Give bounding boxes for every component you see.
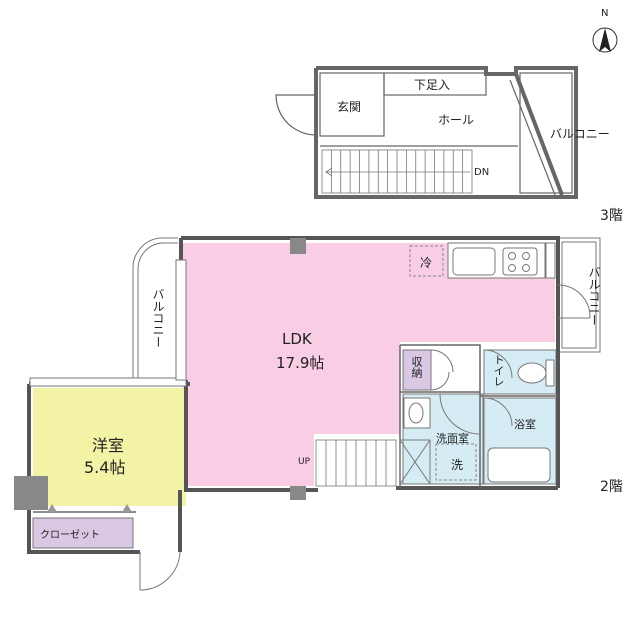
stairs-down	[321, 149, 473, 194]
shoe-step-label: 下足入	[414, 78, 451, 92]
toilet-label: トイレ	[492, 354, 505, 387]
balcony-right-label: バルコニー	[587, 266, 601, 326]
balcony-left	[132, 237, 178, 383]
shoe-step-box	[383, 72, 487, 96]
floor-3	[275, 66, 578, 199]
balcony-diagonal-wall	[514, 73, 564, 196]
floor2-label: 2階	[600, 479, 623, 495]
western-name-label: 洋室	[92, 436, 125, 455]
storage-door	[430, 349, 454, 391]
washer-label: 洗	[451, 458, 464, 472]
western-door	[139, 551, 181, 591]
stair-storage-box	[399, 439, 431, 485]
entrance-door	[275, 94, 317, 136]
washroom-door	[439, 393, 481, 435]
stairs-up	[315, 439, 397, 487]
bathroom-label: 浴室	[514, 418, 536, 431]
kitchen-counter	[447, 242, 556, 279]
western-floor	[33, 388, 186, 506]
balcony3-outline	[519, 72, 573, 194]
north-arrow-icon	[592, 27, 618, 53]
stair-up-label: UP	[298, 457, 311, 467]
compass-label: N	[601, 8, 609, 19]
washer-space	[435, 443, 477, 481]
toilet-fixture	[517, 359, 555, 387]
storage-floor	[402, 349, 432, 391]
structural-columns	[14, 238, 306, 510]
closet-floor	[32, 517, 134, 549]
western-size-label: 5.4帖	[84, 458, 126, 477]
balcony-diagonal-inner	[509, 79, 556, 196]
fridge-space	[409, 245, 444, 277]
ldk-name-label: LDK	[282, 330, 312, 348]
floor3-outer-wall	[314, 66, 578, 199]
balcony-right-door	[557, 284, 591, 319]
balcony3-label: バルコニー	[550, 127, 610, 141]
toilet-door	[483, 349, 513, 379]
bathroom-door	[483, 397, 513, 427]
closet-label: クローゼット	[40, 530, 100, 541]
windows	[29, 259, 187, 387]
stair-down-arrow-icon	[324, 167, 470, 177]
entrance-label: 玄関	[337, 100, 362, 114]
ldk-size-label: 17.9帖	[276, 354, 325, 372]
washroom-label: 洗面室	[436, 432, 469, 445]
hall-label: ホール	[438, 113, 475, 127]
entrance-room	[319, 72, 385, 137]
closet-doors	[47, 504, 132, 512]
stair-down-label: DN	[474, 167, 490, 178]
bathtub	[487, 447, 551, 483]
fridge-label: 冷	[420, 256, 433, 270]
storage-label: 収納	[410, 356, 423, 378]
ldk-floor	[183, 243, 555, 486]
balcony-left-label: バルコニー	[151, 288, 165, 348]
floor3-label: 3階	[600, 208, 623, 224]
washbasin	[403, 397, 431, 429]
